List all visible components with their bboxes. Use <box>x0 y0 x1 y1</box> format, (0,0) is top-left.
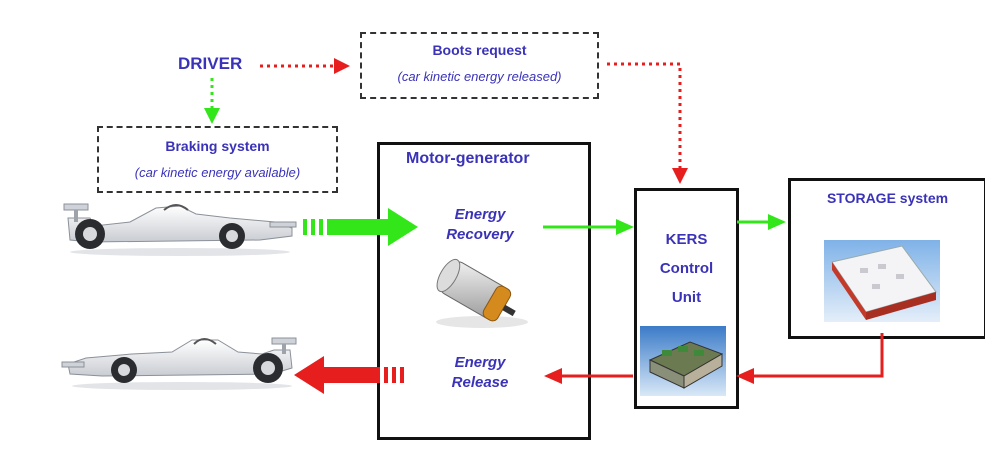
braking-system-subtitle: (car kinetic energy available) <box>134 165 301 180</box>
boost-request-title: Boots request <box>432 42 527 58</box>
storage-to-kers-arrow <box>736 333 884 384</box>
boost-request-box <box>360 32 599 99</box>
kers-label-line2: Control <box>659 260 714 277</box>
motor-generator-title: Motor-generator <box>406 150 530 167</box>
driver-to-boost-arrow <box>260 58 350 74</box>
kers-label-line1: KERS <box>665 231 708 248</box>
motor-icon <box>436 258 528 328</box>
energy-recovery-line1: Energy <box>454 206 506 223</box>
braking-system-title: Braking system <box>165 138 270 154</box>
race-car-icon <box>61 337 297 390</box>
boost-request-subtitle: (car kinetic energy released) <box>397 69 562 84</box>
control-unit-icon <box>640 326 726 396</box>
braking-system-box <box>97 126 338 193</box>
recovery-to-kers-arrow <box>543 219 634 235</box>
driver-to-braking-arrow <box>204 78 220 124</box>
boost-to-kers-arrow <box>607 62 688 184</box>
race-car-icon <box>63 203 297 256</box>
car-to-motor-green-arrow <box>303 208 418 246</box>
energy-release-line2: Release <box>451 374 509 391</box>
energy-release-line1: Energy <box>454 354 506 371</box>
kers-to-release-arrow <box>544 368 633 384</box>
motor-to-car-red-arrow <box>294 356 404 394</box>
battery-pack-icon <box>824 240 940 322</box>
energy-recovery-line2: Recovery <box>446 226 514 243</box>
driver-label: DRIVER <box>178 54 243 73</box>
kers-to-storage-arrow <box>737 214 786 230</box>
kers-label-line3: Unit <box>671 289 702 306</box>
storage-system-title: STORAGE system <box>826 190 949 206</box>
